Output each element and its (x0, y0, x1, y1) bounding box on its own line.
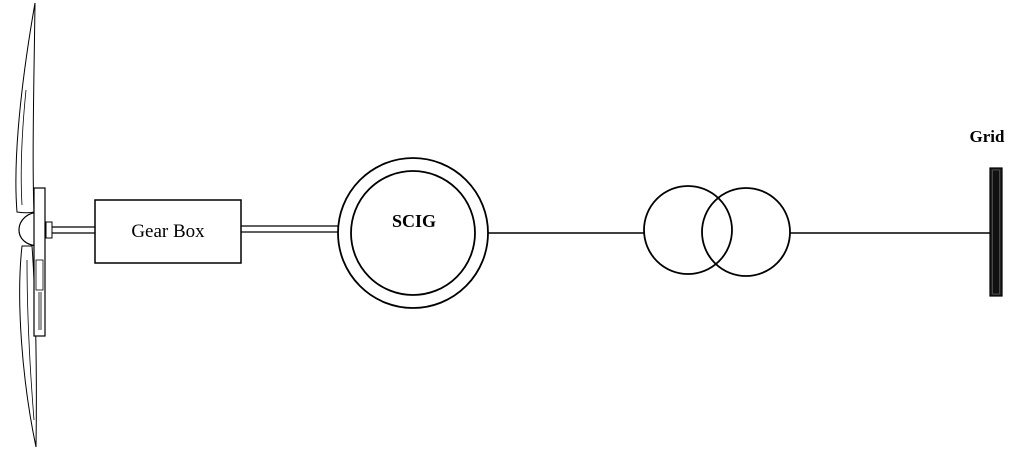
transformer-icon (643, 185, 791, 277)
wind-turbine-rotor-icon (15, 2, 53, 448)
low-speed-shaft (52, 226, 95, 234)
scig-generator (337, 157, 489, 309)
grid-busbar-icon (989, 167, 1003, 297)
high-speed-shaft (241, 225, 352, 233)
gear-box-label: Gear Box (131, 221, 205, 242)
scig-label: SCIG (391, 211, 436, 231)
grid-label: Grid (969, 127, 1005, 146)
